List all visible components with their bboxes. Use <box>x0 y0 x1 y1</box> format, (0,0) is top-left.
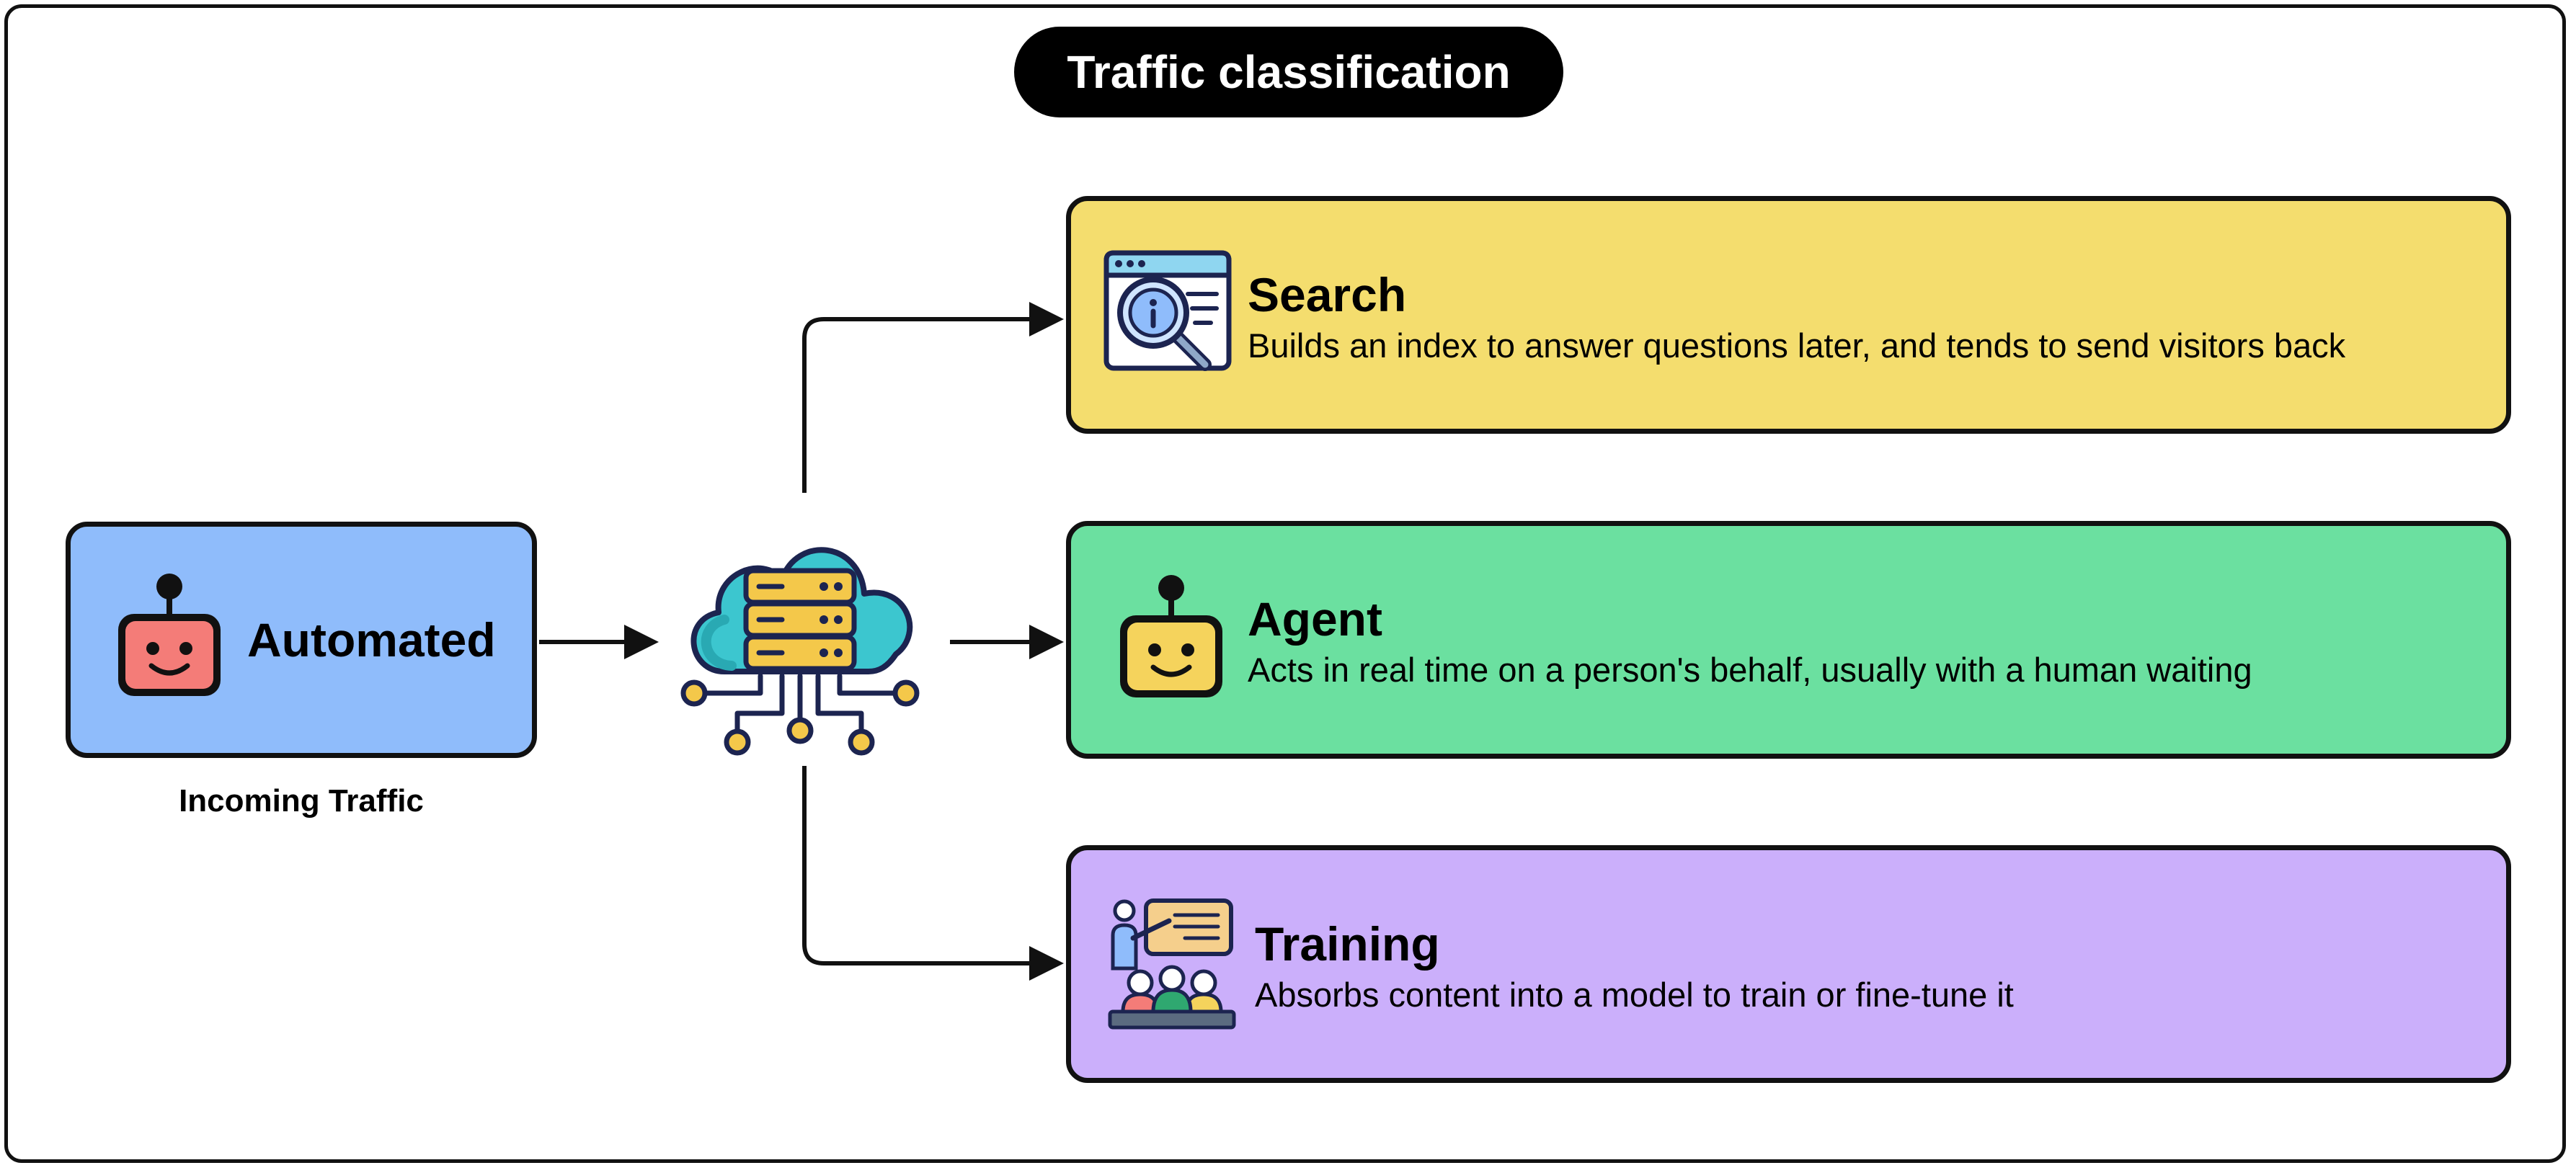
agent-description: Acts in real time on a person's behalf, … <box>1248 651 2252 689</box>
magnifier-browser-icon <box>1103 250 1232 371</box>
category-training <box>1066 845 2511 1083</box>
source-caption: Incoming Traffic <box>179 783 424 819</box>
training-title: Training <box>1255 917 1440 971</box>
arrow-hub-to-search <box>802 302 1064 493</box>
search-description: Builds an index to answer questions late… <box>1248 326 2346 365</box>
diagram-title: Traffic classification <box>1014 27 1563 117</box>
category-agent <box>1066 521 2511 759</box>
robot-icon <box>1120 575 1222 697</box>
search-title: Search <box>1248 268 1407 321</box>
category-search <box>1066 196 2511 434</box>
presentation-audience-icon <box>1108 898 1236 1030</box>
arrow-hub-to-training <box>802 766 1064 981</box>
robot-icon <box>118 574 221 696</box>
source-label: Automated <box>247 613 496 666</box>
agent-title: Agent <box>1248 592 1382 646</box>
training-description: Absorbs content into a model to train or… <box>1255 976 2014 1014</box>
cloud-server-network-icon <box>680 547 920 756</box>
